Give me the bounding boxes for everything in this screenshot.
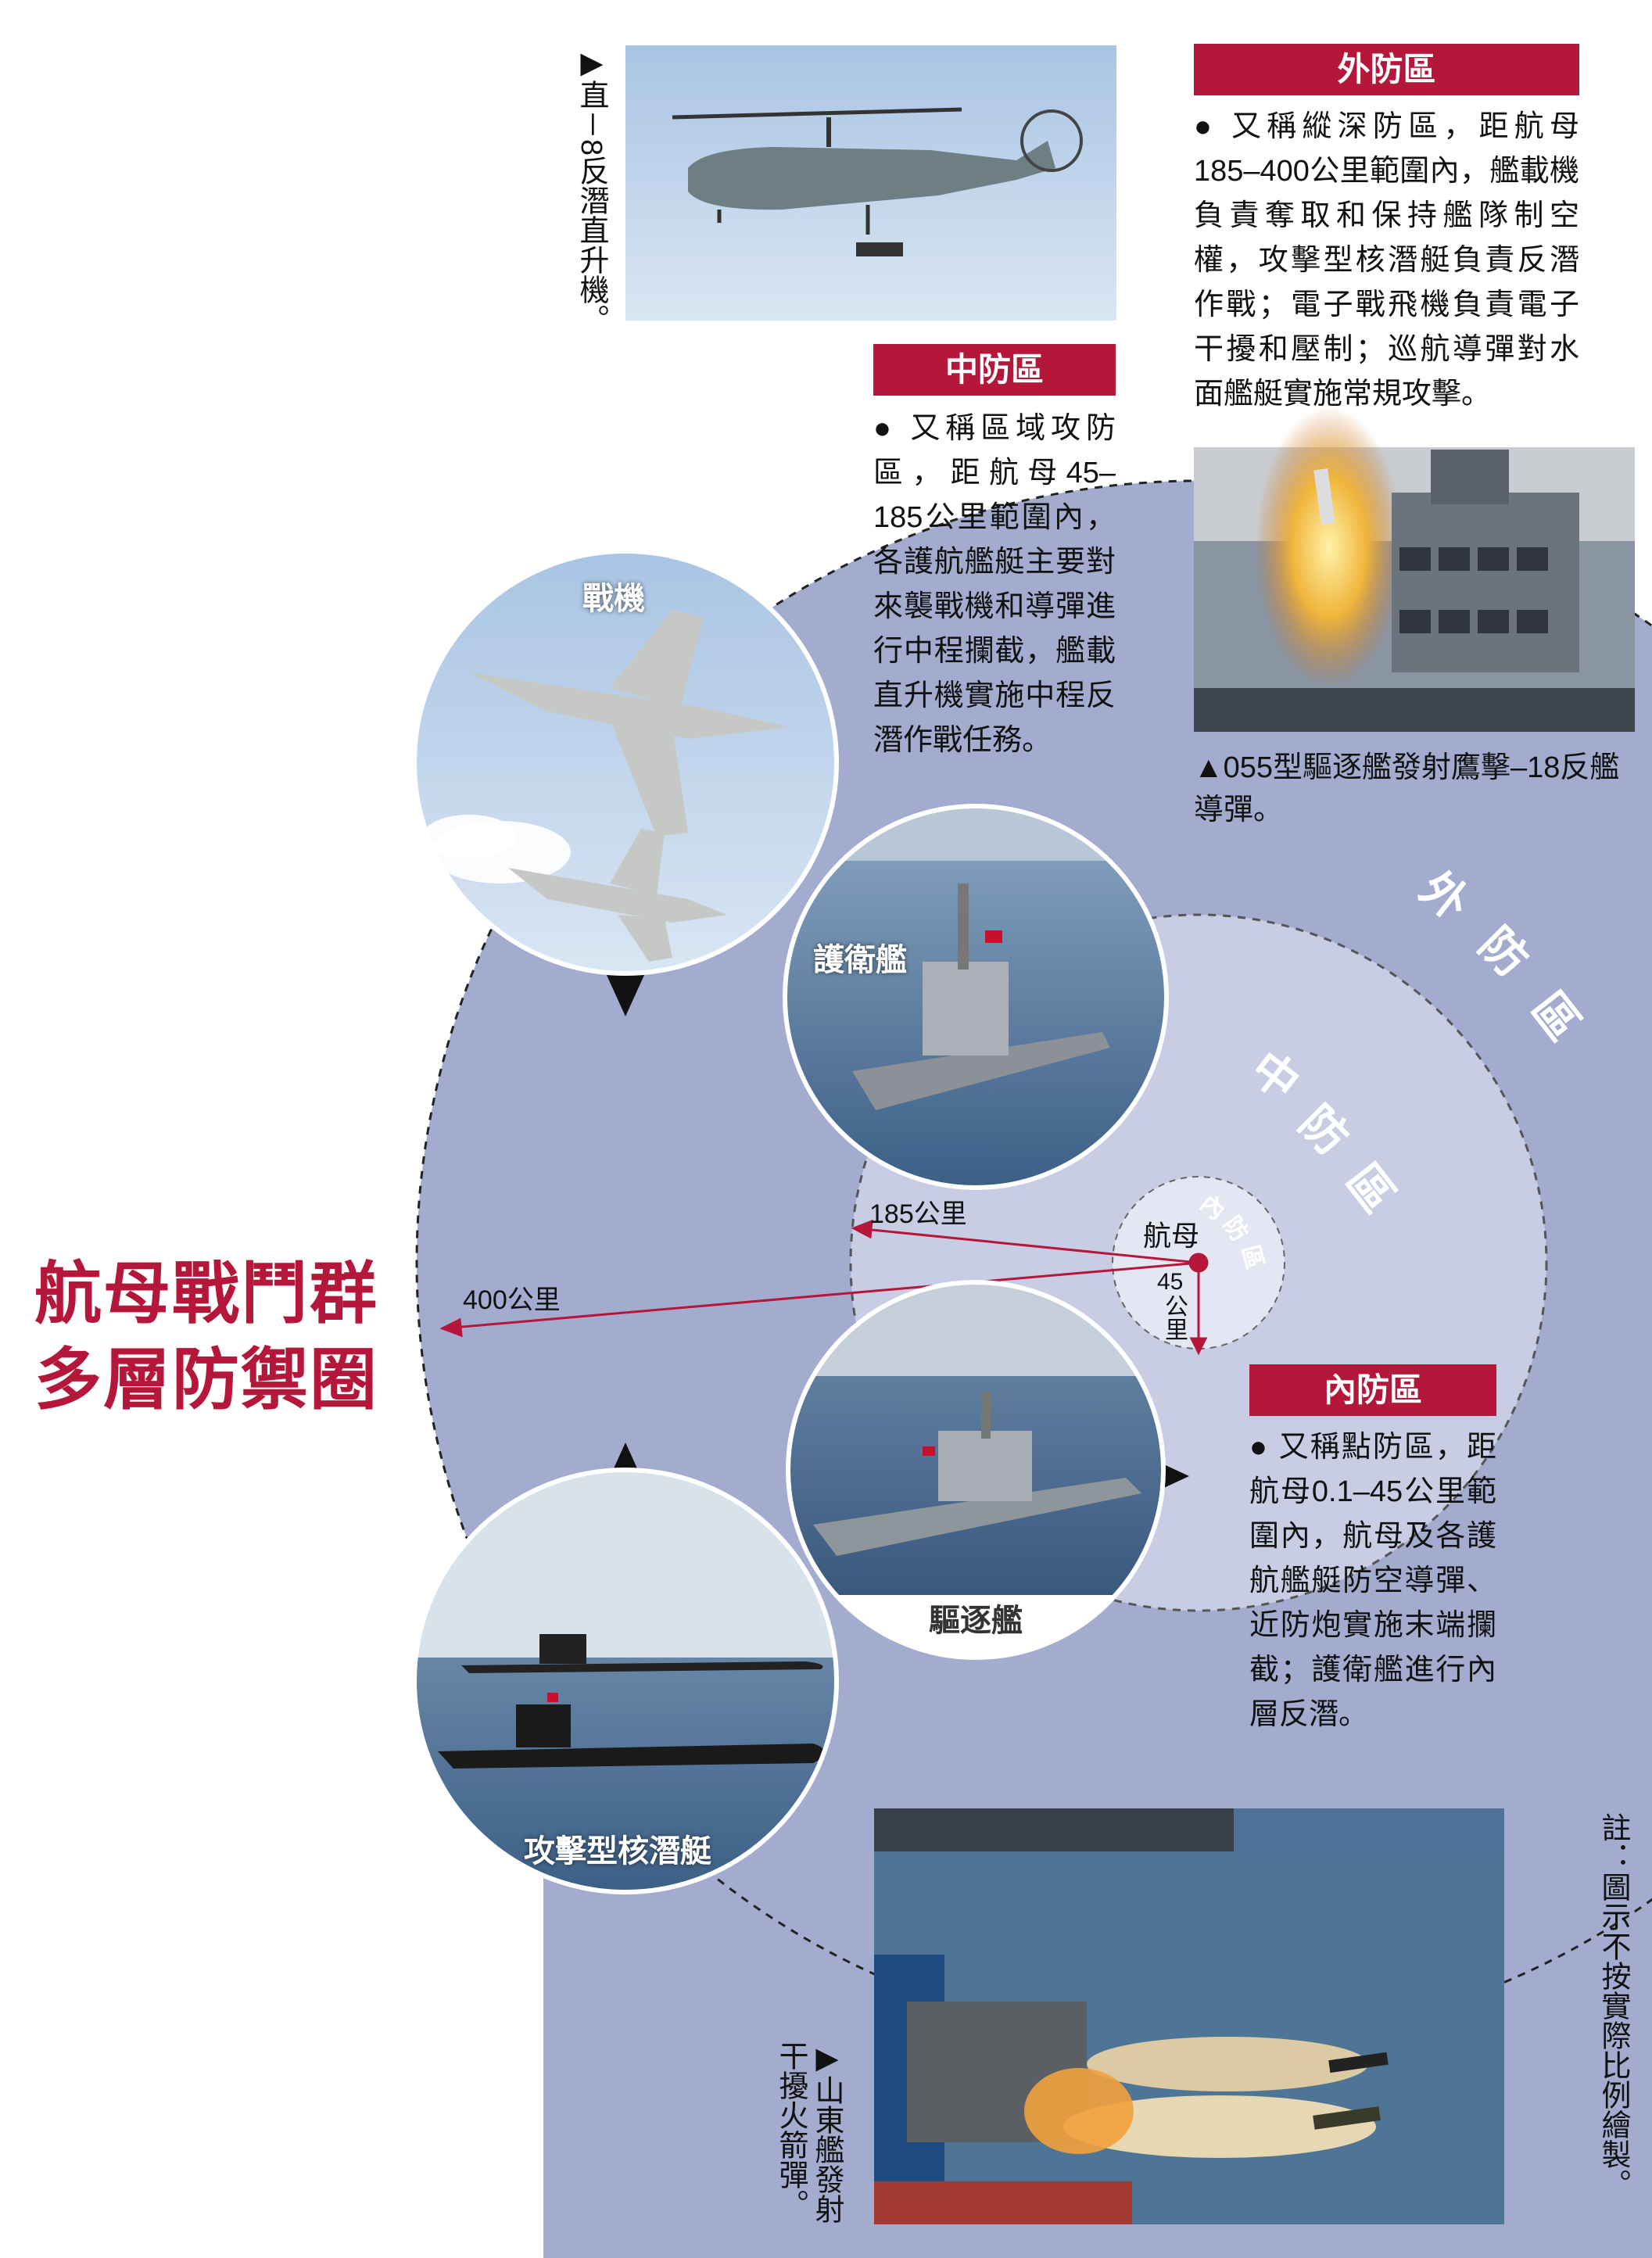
submarine-circle (414, 1470, 837, 1892)
distance-400-label: 400公里 (463, 1285, 561, 1315)
fighter-label: 戰機 (582, 582, 645, 616)
helicopter-photo (625, 45, 1116, 321)
shandong-caption: ▶山東艦發射干擾火箭彈。 (774, 2041, 843, 2224)
middle-zone-header: 中防區 (873, 344, 1116, 396)
frigate-label: 護衛艦 (813, 943, 907, 977)
frigate-circle (785, 806, 1166, 1188)
inner-zone-header: 內防區 (1249, 1364, 1496, 1416)
distance-185-label: 185公里 (869, 1199, 967, 1229)
distance-45-unit: 公里 (1161, 1294, 1187, 1341)
destroyer-label: 驅逐艦 (929, 1604, 1023, 1638)
outer-zone-header: 外防區 (1194, 44, 1579, 95)
helicopter-caption: ▶直－8反潛直升機。 (575, 45, 607, 335)
carrier-label: 航母 (1143, 1220, 1200, 1252)
distance-45-number: 45 (1157, 1269, 1184, 1295)
main-title-line1: 航母戰鬥群 (34, 1256, 378, 1332)
shandong-rocket-photo (874, 1808, 1504, 2224)
missile-launch-photo (1194, 407, 1635, 732)
missile-launch-caption: ▲055型驅逐艦發射鷹擊–18反艦導彈。 (1194, 751, 1620, 826)
fighter-circle (414, 551, 837, 973)
distance-arrows (439, 1219, 1209, 1356)
scale-note: 註：圖示不按實際比例繪製。 (1596, 1812, 1629, 2199)
inner-zone-text: ● 又稱點防區，距航母0.1–45公里範圍內，航母及各護航艦艇防空導彈、近防炮實… (1249, 1431, 1496, 1731)
main-title-line2: 多層防禦圈 (34, 1342, 378, 1418)
submarine-label: 攻擊型核潛艇 (524, 1834, 711, 1869)
middle-zone-text: ● 又稱區域攻防區，距航母45–185公里範圍內，各護航艦艇主要對來襲戰機和導彈… (873, 412, 1116, 757)
outer-zone-text: ● 又稱縱深防區，距航母185–400公里範圍內，艦載機負責奪取和保持艦隊制空權… (1194, 110, 1579, 410)
